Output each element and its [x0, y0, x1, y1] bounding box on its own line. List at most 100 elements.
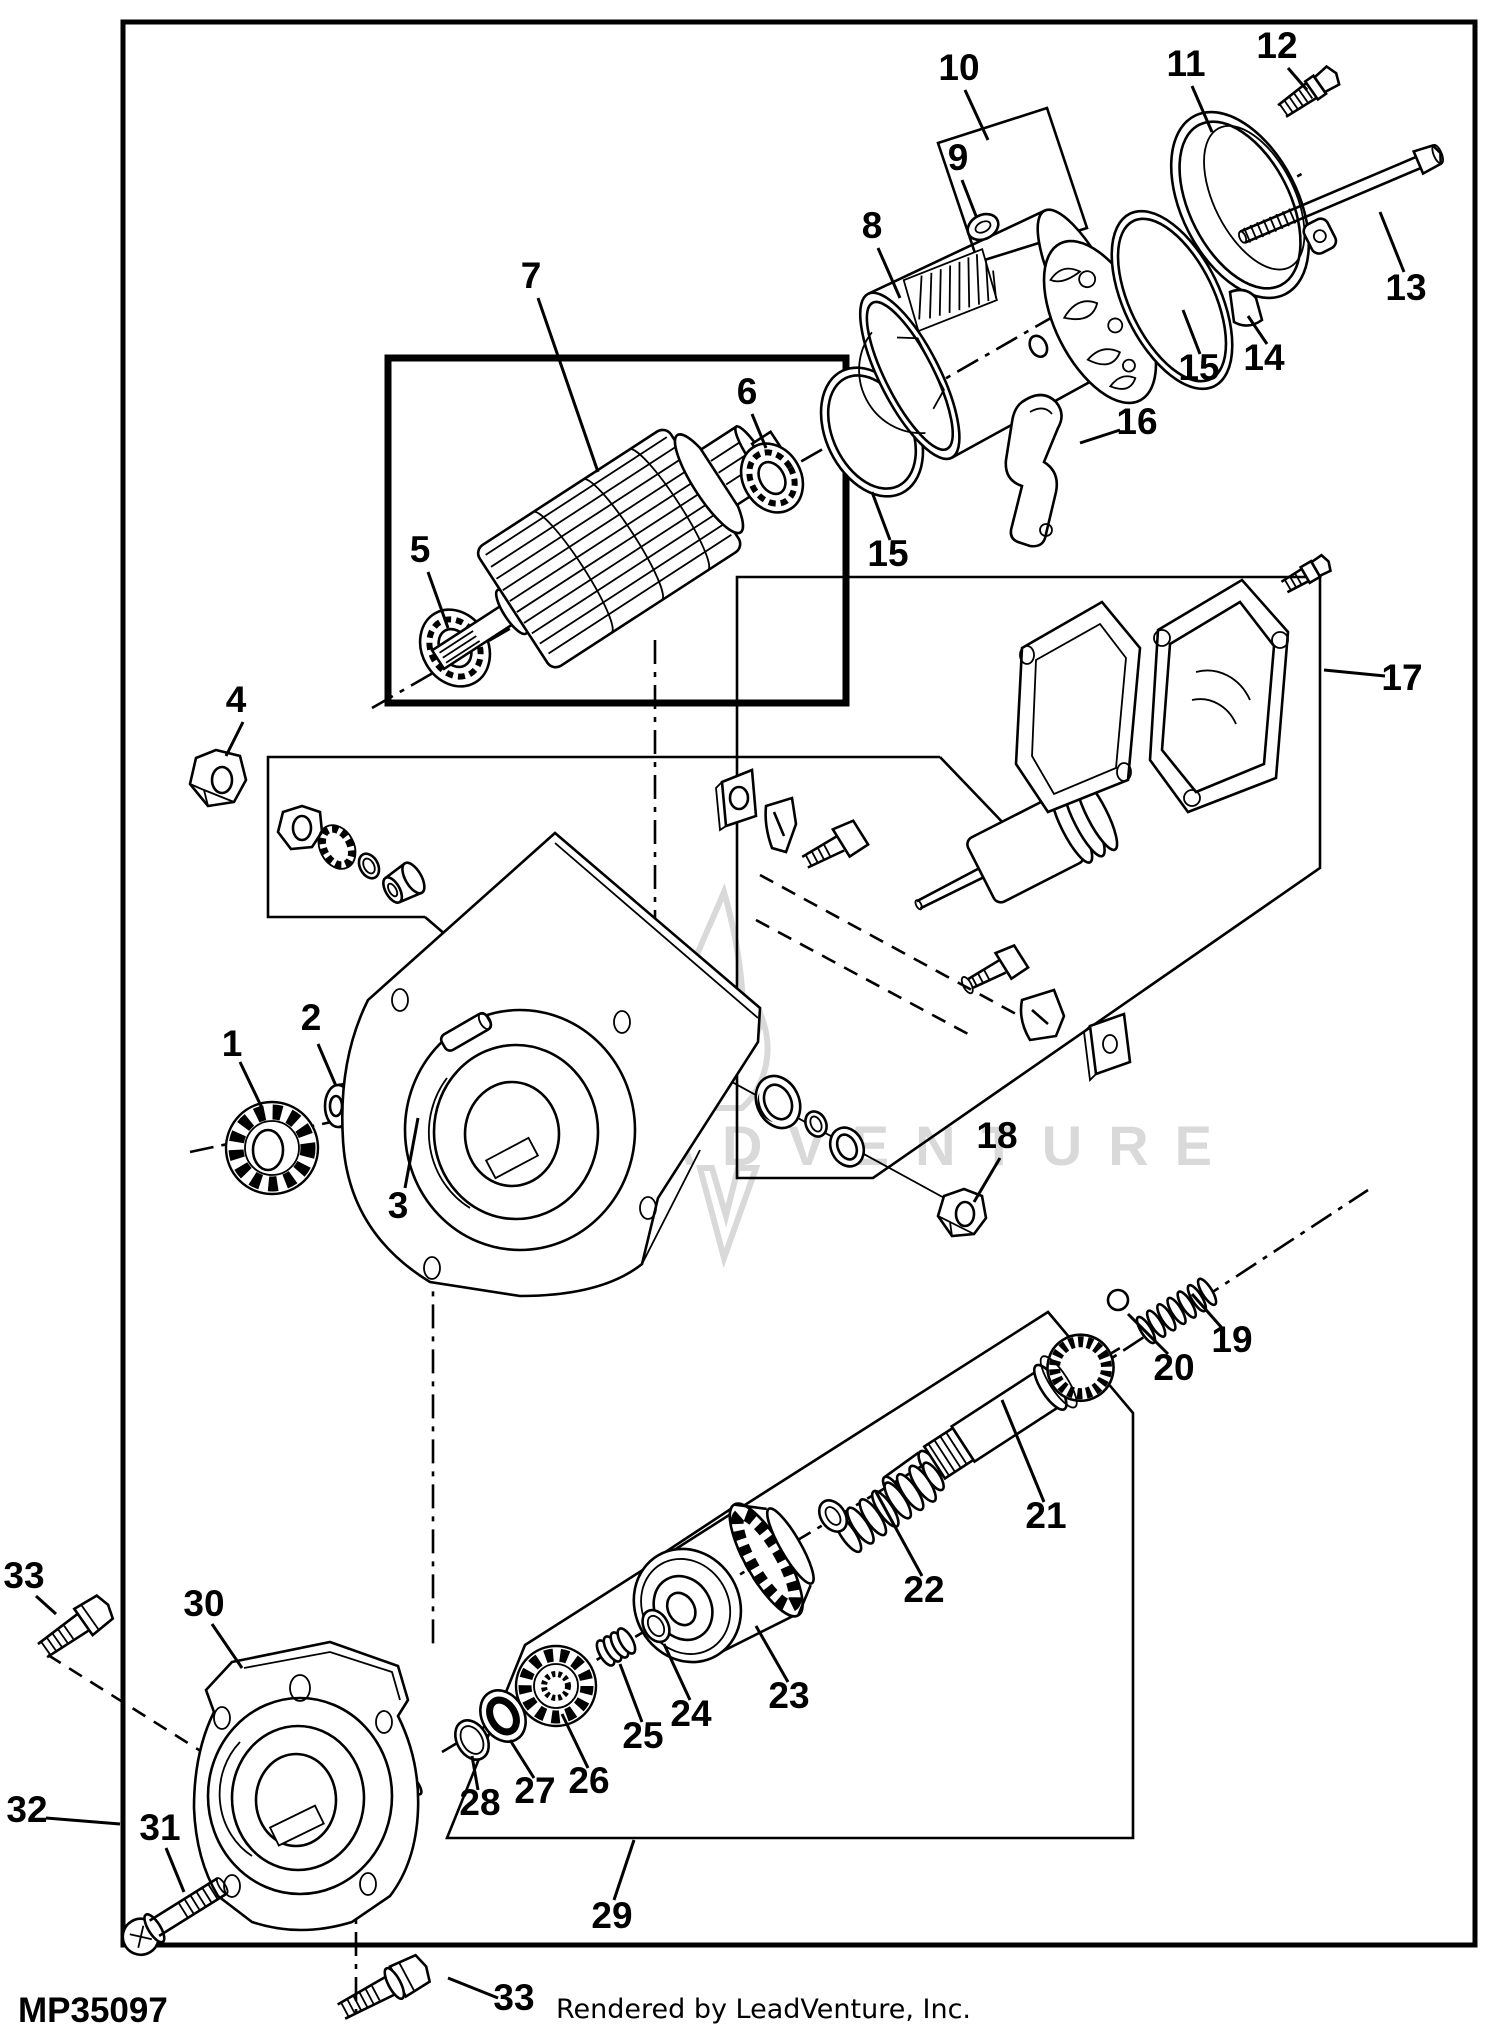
field-frame-hatch — [902, 247, 998, 333]
square-nut — [715, 768, 758, 832]
lip-seal — [754, 1074, 802, 1130]
diagram-border — [120, 19, 1478, 1948]
detent-ball-20 — [1106, 1288, 1130, 1312]
part-label-22-22: 22 — [903, 1569, 944, 1610]
part-label-8-7: 8 — [862, 205, 883, 246]
pinion-gear-1 — [224, 1100, 320, 1196]
part-label-33-34: 33 — [493, 1977, 534, 2018]
seal-o-ring — [804, 1110, 828, 1138]
part-label-18-18: 18 — [976, 1115, 1017, 1156]
part-label-13-12: 13 — [1385, 267, 1426, 308]
part-label-14-13: 14 — [1243, 337, 1285, 378]
drawing-code: MP35097 — [18, 1991, 168, 2030]
watermark-v-icon — [696, 1165, 761, 1269]
part-label-33-33: 33 — [3, 1555, 44, 1596]
washer-group-box-10 — [936, 106, 1089, 264]
armature-7 — [430, 424, 784, 671]
o-ring-small — [357, 852, 381, 880]
rendered-by-credit: Rendered by LeadVenture, Inc. — [556, 1994, 971, 2025]
bolt-12 — [1277, 64, 1341, 118]
part-label-30-30: 30 — [183, 1583, 224, 1624]
washer-9 — [966, 212, 1000, 242]
end-cap-ear — [1302, 217, 1338, 255]
part-label-5-4: 5 — [410, 529, 431, 570]
armature-laminations — [485, 436, 732, 655]
seal-washer — [828, 1126, 866, 1168]
part-label-4-3: 4 — [226, 679, 247, 720]
washer-28 — [453, 1719, 491, 1761]
part-label-7-6: 7 — [521, 255, 542, 296]
housing-alignment-dash-2 — [755, 918, 969, 1036]
square-plate — [1083, 1012, 1132, 1082]
bolt33-alignment-dashes — [47, 1653, 351, 1847]
part-label-3-2: 3 — [388, 1185, 409, 1226]
armature-group-box-7 — [384, 354, 850, 707]
part-label-23-23: 23 — [768, 1675, 809, 1716]
leader-lines — [34, 67, 1406, 2000]
terminal-bolt — [960, 943, 1030, 995]
bolt-33-upper — [37, 1594, 115, 1659]
o-ring-15-right — [1110, 209, 1234, 391]
clutch-tooth-band — [728, 1502, 815, 1618]
lock-washer-small — [317, 824, 357, 870]
part-label-15-15: 15 — [867, 533, 908, 574]
bearing-27 — [479, 1689, 527, 1743]
part-label-20-20: 20 — [1153, 1347, 1194, 1388]
part-label-9-8: 9 — [948, 137, 969, 178]
part-label-26-26: 26 — [568, 1760, 609, 1801]
solenoid-plunger — [914, 776, 1119, 911]
bearing-6 — [739, 442, 805, 514]
roller-25 — [595, 1627, 637, 1667]
part-label-21-21: 21 — [1025, 1495, 1066, 1536]
spacer-bushing-small — [382, 861, 426, 904]
front-housing-30 — [192, 1640, 420, 1932]
part-label-17-17: 17 — [1381, 657, 1422, 698]
drive-spring-22 — [833, 1461, 945, 1554]
part-label-29-29: 29 — [591, 1895, 632, 1936]
housing-alignment-dash-1 — [759, 873, 1017, 1016]
part-label-25-25: 25 — [622, 1715, 663, 1756]
part-label-19-19: 19 — [1211, 1319, 1252, 1360]
end-cap-11 — [1169, 110, 1338, 300]
part-label-24-24: 24 — [670, 1693, 712, 1734]
detent-spring-19 — [1135, 1277, 1218, 1345]
shift-lever-16 — [1004, 393, 1063, 548]
boxA-upper-diagonal — [939, 756, 1009, 829]
housing-stud — [439, 1011, 493, 1052]
part-label-1-0: 1 — [222, 1023, 243, 1064]
cover-plate-17 — [1148, 578, 1290, 814]
drive-shaft-21 — [881, 1333, 1115, 1505]
part-label-28-28: 28 — [459, 1782, 500, 1823]
spring-washer — [817, 1499, 849, 1533]
part-label-12-11: 12 — [1256, 25, 1297, 66]
nut-4 — [188, 748, 248, 808]
part-label-15-14: 15 — [1178, 347, 1219, 388]
part-label-11-10: 11 — [1166, 43, 1205, 84]
brush-clip — [764, 796, 798, 854]
cover-screw — [1280, 553, 1332, 594]
square-head-bolt — [801, 819, 870, 869]
part-label-16-16: 16 — [1116, 401, 1157, 442]
part-label-6-5: 6 — [737, 371, 758, 412]
pinion-26 — [514, 1644, 598, 1728]
part-label-27-27: 27 — [514, 1770, 555, 1811]
gasket-17 — [1014, 600, 1142, 814]
part-label-31-31: 31 — [139, 1807, 180, 1848]
part-label-10-9: 10 — [938, 47, 979, 88]
shaft-knurled-head — [1039, 1333, 1115, 1409]
solenoid-group-parts — [715, 553, 1332, 1082]
tab-14 — [1228, 288, 1264, 327]
small-parts-group-box — [266, 755, 940, 919]
shaft-nut-small — [276, 804, 324, 851]
part-label-2-1: 2 — [301, 997, 322, 1038]
gear-housing — [340, 831, 762, 1298]
bolt-33-lower — [336, 1953, 432, 2020]
drive-clutch-23 — [632, 1502, 815, 1664]
bolt-31 — [121, 1877, 229, 1957]
through-bolt-13 — [1238, 143, 1444, 244]
part-label-32-32: 32 — [6, 1789, 47, 1830]
retainer-ring-24 — [641, 1608, 671, 1644]
